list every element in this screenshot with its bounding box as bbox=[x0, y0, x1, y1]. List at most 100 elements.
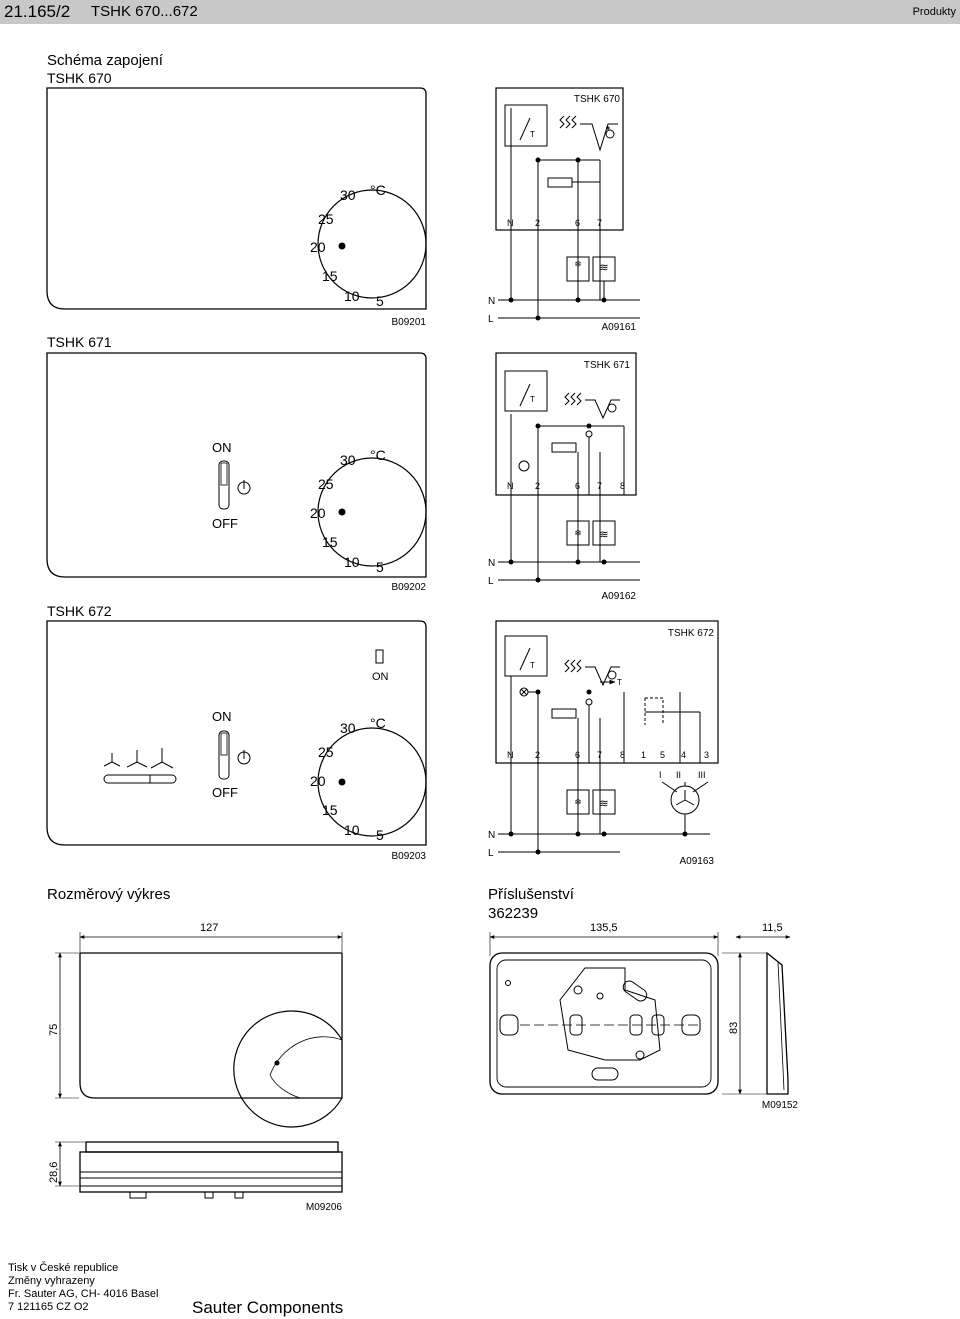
accessory-drawing-code: M09152 bbox=[762, 1100, 799, 1111]
accessory-code: 362239 bbox=[488, 905, 538, 922]
svg-text:20: 20 bbox=[310, 773, 326, 789]
dial-scale-25: 25 bbox=[318, 211, 334, 227]
tshk672-circuit bbox=[495, 620, 719, 853]
width-dim: 127 bbox=[200, 922, 218, 934]
product-range: TSHK 670...672 bbox=[91, 3, 198, 20]
svg-text:A09162: A09162 bbox=[602, 591, 637, 602]
svg-text:7: 7 bbox=[597, 750, 602, 760]
dial-scale-5: 5 bbox=[376, 293, 384, 309]
svg-text:10: 10 bbox=[344, 554, 360, 570]
terminal-N: N bbox=[507, 218, 514, 228]
svg-text:8: 8 bbox=[620, 481, 625, 491]
model-671-label: TSHK 671 bbox=[47, 334, 112, 350]
svg-text:❄: ❄ bbox=[574, 528, 582, 538]
svg-text:ON: ON bbox=[212, 709, 232, 724]
svg-text:7: 7 bbox=[597, 481, 602, 491]
dimensions-title: Rozměrový výkres bbox=[47, 886, 170, 903]
svg-text:10: 10 bbox=[344, 822, 360, 838]
category-label: Produkty bbox=[912, 6, 956, 18]
svg-text:15: 15 bbox=[322, 534, 338, 550]
height-dim: 75 bbox=[48, 1024, 60, 1036]
depth-dim: 28,6 bbox=[48, 1162, 60, 1183]
svg-text:OFF: OFF bbox=[212, 785, 238, 800]
svg-text:A09163: A09163 bbox=[680, 856, 715, 867]
svg-text:25: 25 bbox=[318, 476, 334, 492]
fan-speed-icons bbox=[103, 748, 177, 784]
dial-scale-20: 20 bbox=[310, 239, 326, 255]
terminal-2: 2 bbox=[535, 218, 540, 228]
svg-text:2: 2 bbox=[535, 481, 540, 491]
svg-text:4: 4 bbox=[681, 750, 686, 760]
switch-off-label: OFF bbox=[212, 516, 238, 531]
lamp-on-label: ON bbox=[372, 671, 389, 683]
device-front-outline bbox=[79, 952, 343, 1099]
circuit-code: A09161 bbox=[602, 322, 637, 333]
svg-text:N: N bbox=[507, 481, 514, 491]
svg-text:8: 8 bbox=[620, 750, 625, 760]
svg-text:5: 5 bbox=[376, 827, 384, 843]
neutral-label: N bbox=[488, 296, 495, 307]
wiring-title: Schéma zapojení bbox=[47, 52, 163, 69]
live-label: L bbox=[488, 314, 494, 325]
dial-unit: °C bbox=[370, 182, 386, 198]
svg-text:L: L bbox=[488, 848, 494, 859]
tshk672-front: ON ON OFF 30 °C 25 20 15 10 5 B09203 bbox=[46, 620, 427, 862]
svg-text:6: 6 bbox=[575, 750, 580, 760]
dial-scale-10: 10 bbox=[344, 288, 360, 304]
switch-on-label: ON bbox=[212, 440, 232, 455]
svg-text:B09202: B09202 bbox=[392, 582, 427, 593]
setpoint-dial bbox=[317, 189, 427, 299]
svg-text:3: 3 bbox=[704, 750, 709, 760]
svg-text:5: 5 bbox=[376, 559, 384, 575]
svg-text:N: N bbox=[488, 558, 495, 569]
tshk671-front: ON OFF 30 °C 25 20 15 10 5 B09202 bbox=[46, 352, 427, 593]
dial-scale-30: 30 bbox=[340, 187, 356, 203]
dimensions-code: M09206 bbox=[306, 1202, 343, 1213]
terminal-6: 6 bbox=[575, 218, 580, 228]
tshk670-circuit bbox=[495, 87, 640, 319]
footer-printed-in: Tisk v České republice bbox=[8, 1262, 119, 1274]
accessory-width-dim: 135,5 bbox=[590, 922, 618, 934]
accessory-depth-dim: 11,5 bbox=[762, 922, 783, 934]
svg-text:TSHK 672: TSHK 672 bbox=[668, 628, 715, 639]
thermostat-symbol: T bbox=[530, 130, 535, 139]
svg-text:15: 15 bbox=[322, 802, 338, 818]
front-code: B09201 bbox=[392, 317, 427, 328]
section-number: 21.165/2 bbox=[4, 2, 71, 21]
svg-text:30: 30 bbox=[340, 452, 356, 468]
dial-pointer-dot bbox=[338, 242, 346, 250]
svg-text:°C: °C bbox=[370, 447, 386, 463]
svg-text:N: N bbox=[488, 830, 495, 841]
svg-text:T: T bbox=[530, 395, 535, 404]
footer-changes: Změny vyhrazeny bbox=[8, 1275, 95, 1287]
dimension-drawing: Rozměrový výkres 127 75 28,6 M09206 bbox=[47, 886, 343, 1213]
svg-text:2: 2 bbox=[535, 750, 540, 760]
terminal-7: 7 bbox=[597, 218, 602, 228]
svg-text:N: N bbox=[507, 750, 514, 760]
svg-text:6: 6 bbox=[575, 481, 580, 491]
svg-text:5: 5 bbox=[660, 750, 665, 760]
svg-text:≋: ≋ bbox=[599, 262, 608, 274]
footer-brand: Sauter Components bbox=[192, 1298, 344, 1317]
svg-text:T: T bbox=[617, 678, 622, 687]
svg-text:30: 30 bbox=[340, 720, 356, 736]
svg-text:T: T bbox=[530, 661, 535, 670]
model-670-label: TSHK 670 bbox=[47, 70, 112, 86]
svg-text:TSHK 671: TSHK 671 bbox=[584, 360, 631, 371]
svg-text:B09203: B09203 bbox=[392, 851, 427, 862]
accessory-title: Příslušenství bbox=[488, 886, 575, 903]
svg-text:≋: ≋ bbox=[599, 529, 608, 541]
tshk670-front: 30 °C 25 20 15 10 5 B09201 bbox=[46, 87, 427, 328]
svg-text:1: 1 bbox=[641, 750, 646, 760]
fan-speed-III: III bbox=[698, 770, 706, 780]
svg-text:L: L bbox=[488, 576, 494, 587]
svg-text:❄: ❄ bbox=[574, 797, 582, 807]
svg-text:20: 20 bbox=[310, 505, 326, 521]
tshk671-circuit bbox=[495, 352, 640, 581]
footer-company-address: Fr. Sauter AG, CH- 4016 Basel bbox=[8, 1288, 159, 1300]
circuit-title: TSHK 670 bbox=[574, 94, 621, 105]
svg-text:≋: ≋ bbox=[599, 798, 608, 810]
svg-text:25: 25 bbox=[318, 744, 334, 760]
svg-text:❄: ❄ bbox=[574, 259, 582, 269]
